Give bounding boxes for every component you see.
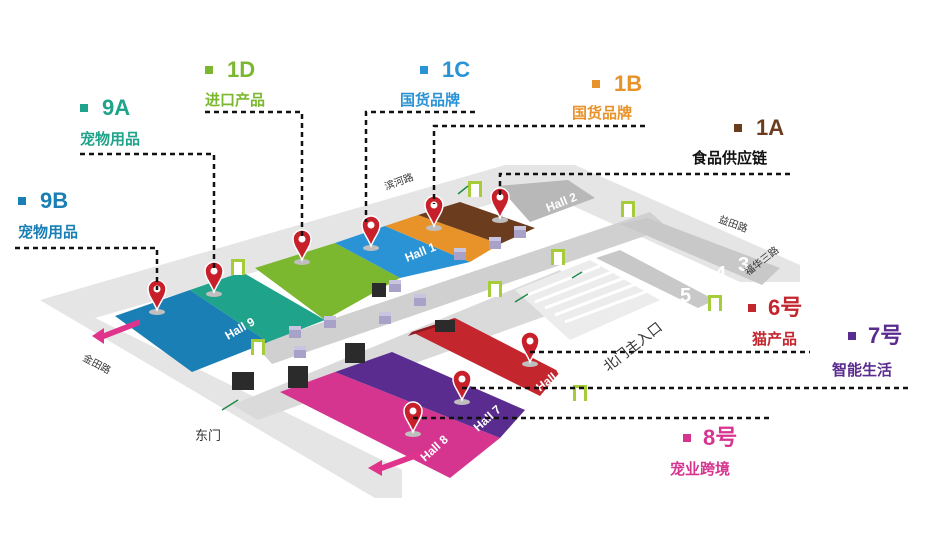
- hall-5-number: 5: [680, 285, 691, 307]
- hall-1d-block: [255, 243, 400, 320]
- svg-text:8号: 8号: [703, 425, 737, 450]
- zone-9b-callout: 9B 宠物用品: [18, 188, 78, 241]
- zone-1a-callout: 1A 食品供应链: [692, 115, 784, 167]
- road-binhe: 滨河路: [383, 170, 416, 192]
- outer-road: [40, 165, 800, 498]
- entrance-arrow-icon: [92, 319, 420, 476]
- svg-text:智能生活: 智能生活: [832, 361, 892, 379]
- zone-6-callout: 6号 猫产品: [748, 295, 802, 348]
- svg-text:宠物用品: 宠物用品: [18, 223, 78, 241]
- svg-text:国货品牌: 国货品牌: [572, 104, 632, 122]
- zone-1c-callout: 1C 国货品牌: [400, 57, 470, 109]
- svg-text:猫产品: 猫产品: [752, 330, 797, 348]
- hall-7-block: [335, 352, 525, 438]
- road-jintian: 金田路: [81, 351, 114, 377]
- zone-1d-callout: 1D 进口产品: [205, 57, 265, 109]
- svg-text:9A: 9A: [102, 95, 130, 120]
- zone-1b-callout: 1B 国货品牌: [572, 71, 642, 122]
- svg-text:宠物用品: 宠物用品: [80, 130, 140, 148]
- zone-7-callout: 7号 智能生活: [832, 323, 902, 379]
- hall-1b-block: [385, 215, 500, 262]
- north-entrance-label: 北门主入口: [601, 319, 666, 375]
- svg-text:进口产品: 进口产品: [205, 91, 265, 109]
- svg-text:6号: 6号: [768, 295, 802, 320]
- svg-text:1B: 1B: [614, 71, 642, 96]
- hall-4-number: 4: [715, 263, 727, 285]
- svg-text:食品供应链: 食品供应链: [692, 149, 768, 167]
- leader-lines: [15, 110, 910, 420]
- escalator-icon: [232, 283, 455, 390]
- svg-text:宠业跨境: 宠业跨境: [670, 460, 730, 478]
- hall-3-number: 3: [738, 254, 749, 276]
- hall-8-block: [280, 372, 500, 478]
- svg-text:7号: 7号: [868, 323, 902, 348]
- svg-text:1A: 1A: [756, 115, 784, 140]
- left-access-road: [40, 300, 402, 498]
- passage-arrow-icon: [221, 185, 583, 411]
- svg-text:9B: 9B: [40, 188, 68, 213]
- svg-text:1D: 1D: [227, 57, 255, 82]
- east-gate-label: 东门: [195, 429, 221, 444]
- zone-8-callout: 8号 宠业跨境: [670, 425, 737, 478]
- hall-6-block: [412, 318, 560, 396]
- north-entrance-plaza: [515, 260, 660, 340]
- hall-3-4-block: [620, 218, 780, 285]
- hall-2-block: [498, 180, 595, 222]
- hall-1a-block: [418, 202, 535, 244]
- svg-text:1C: 1C: [442, 57, 470, 82]
- svg-text:国货品牌: 国货品牌: [400, 91, 460, 109]
- hall-9a-block: [190, 272, 325, 342]
- hall-5-block: [596, 250, 715, 308]
- zone-9a-callout: 9A 宠物用品: [80, 95, 140, 148]
